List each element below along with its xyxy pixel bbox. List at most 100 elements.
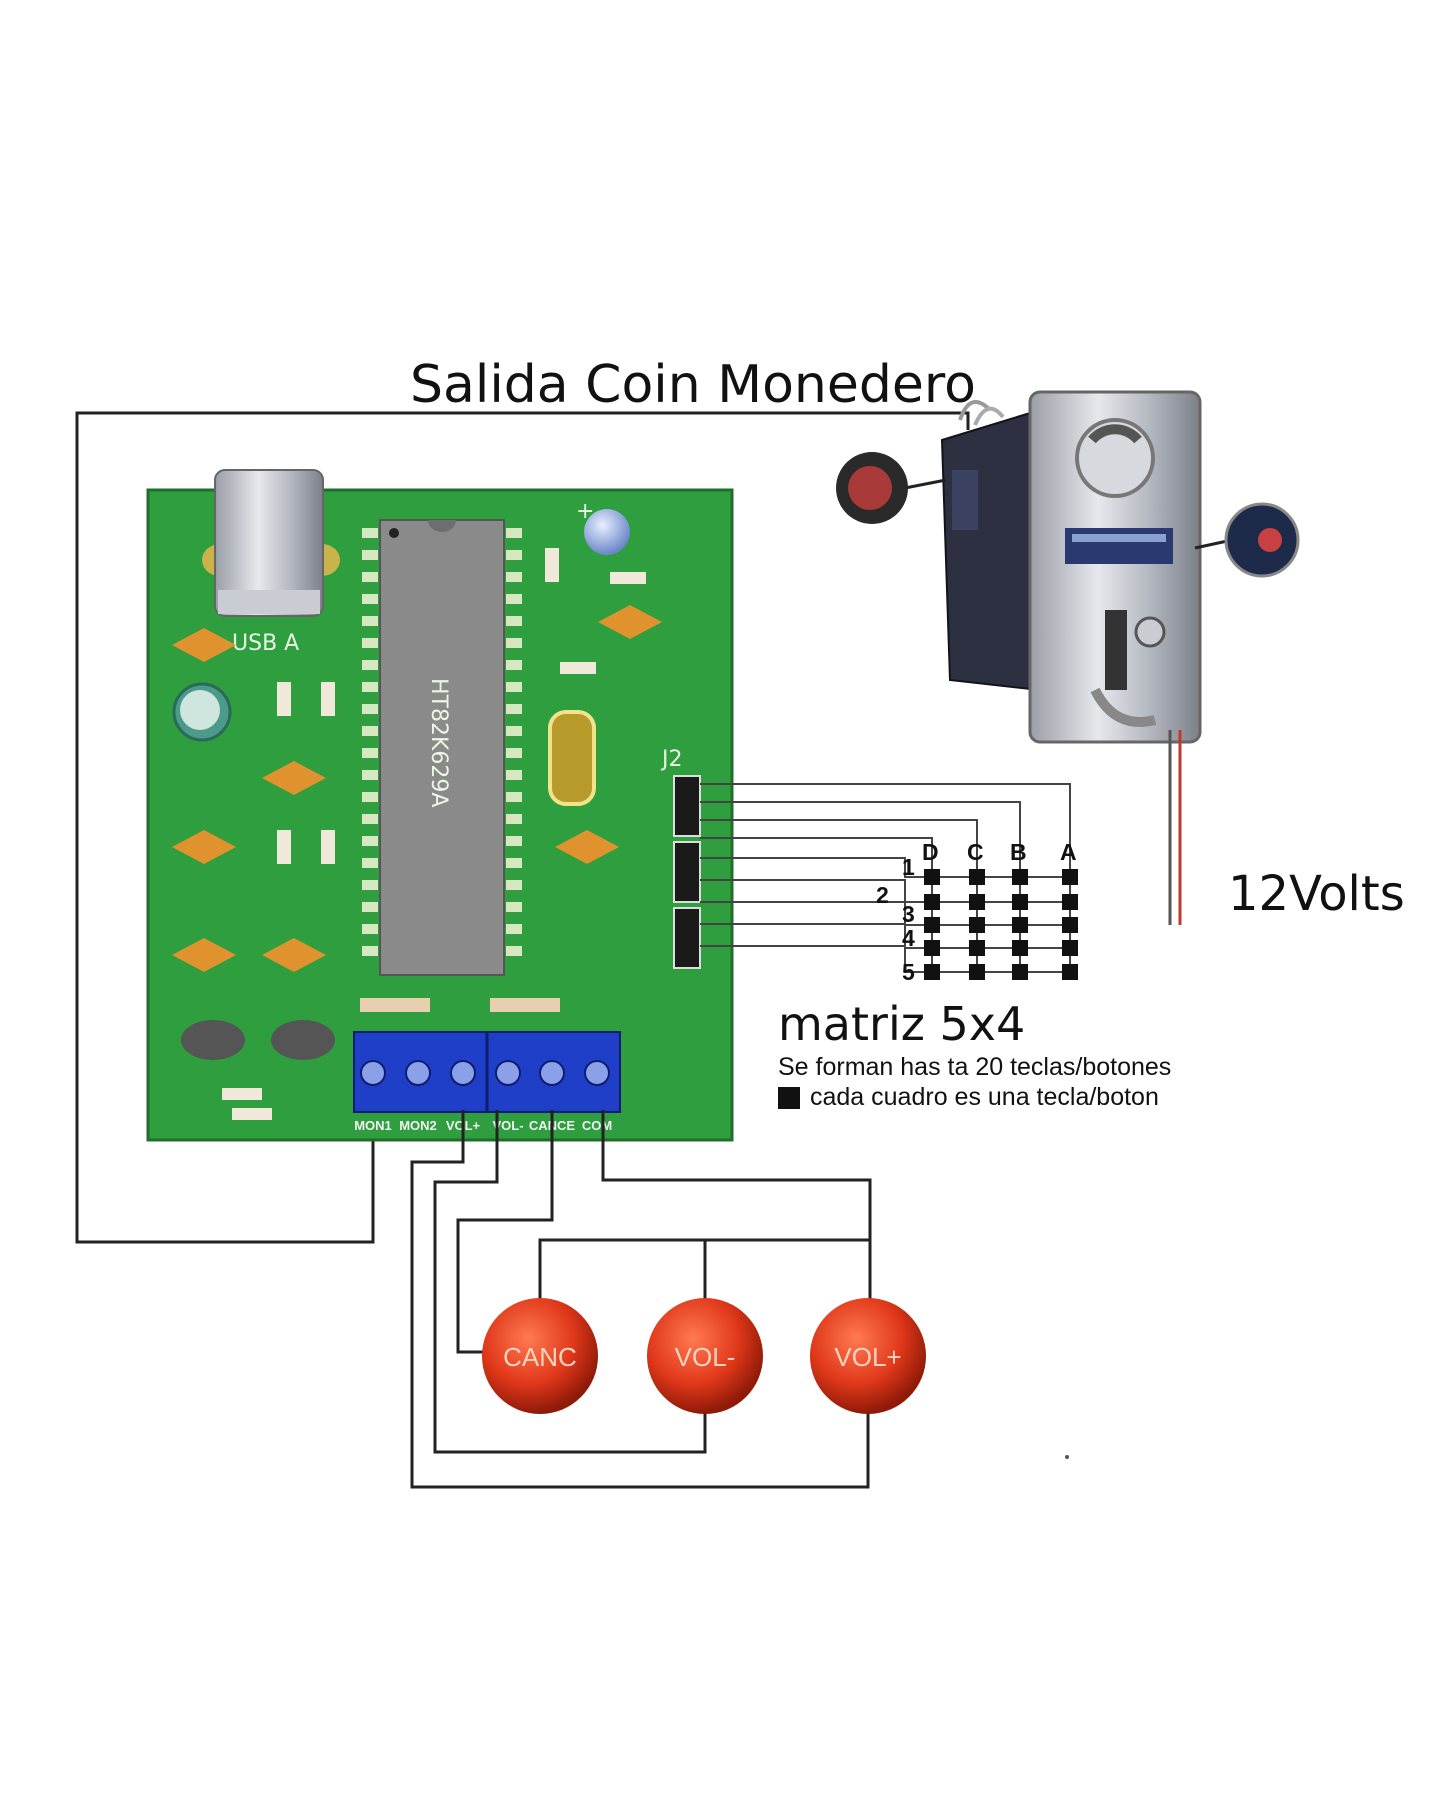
chip-pin-right	[506, 528, 522, 538]
terminal-screw	[450, 1060, 476, 1086]
key-square	[969, 940, 985, 956]
key-square	[1012, 894, 1028, 910]
chip-pin-left	[362, 550, 378, 560]
chip-pin-left	[362, 528, 378, 538]
key-square	[969, 869, 985, 885]
terminal-label: VOL-	[492, 1118, 523, 1133]
chip-pin-right	[506, 836, 522, 846]
chip-pin-left	[362, 638, 378, 648]
j2-header	[673, 775, 701, 969]
key-square	[924, 964, 940, 980]
key-square	[1012, 964, 1028, 980]
chip-pin-left	[362, 660, 378, 670]
chip-pin-right	[506, 638, 522, 648]
terminal-screw	[584, 1060, 610, 1086]
chip-pin-right	[506, 902, 522, 912]
terminal-screw	[405, 1060, 431, 1086]
chip-pin-right	[506, 924, 522, 934]
acceptor-body	[940, 408, 1041, 692]
key-square	[1012, 940, 1028, 956]
chip-pin-right	[506, 858, 522, 868]
plus-mark: +	[576, 499, 594, 524]
usb-connector	[202, 469, 340, 617]
ic-chip	[379, 519, 505, 976]
chip-pin-left	[362, 594, 378, 604]
chip-pin-left	[362, 682, 378, 692]
matrix-row-label: 5	[902, 959, 915, 985]
chip-pin-left	[362, 858, 378, 868]
coin-output-wire	[75, 411, 970, 1244]
chip-pin-left	[362, 836, 378, 846]
matrix-note-1: Se forman has ta 20 teclas/botones	[778, 1053, 1171, 1081]
sensor-left	[181, 1020, 245, 1060]
chip-pin-right	[506, 550, 522, 560]
resistors	[222, 548, 646, 1120]
terminal-label: MON2	[399, 1118, 437, 1133]
terminal-screws	[360, 1060, 610, 1086]
chip-pin-left	[362, 814, 378, 824]
usb-label: USB A	[232, 631, 299, 656]
row-wire	[700, 857, 1078, 878]
key-square	[969, 964, 985, 980]
terminal-screw	[360, 1060, 386, 1086]
key-square	[924, 940, 940, 956]
chip-pin-right	[506, 660, 522, 670]
chip-pin-right	[506, 726, 522, 736]
acceptor-faceplate	[1028, 390, 1202, 744]
button-wires	[410, 1110, 872, 1489]
header-label: J2	[660, 747, 683, 772]
key-matrix	[924, 869, 1078, 980]
key-square	[1012, 917, 1028, 933]
chip-pin-left	[362, 704, 378, 714]
terminal-screw	[539, 1060, 565, 1086]
key-square	[1062, 869, 1078, 885]
chip-pin-left	[362, 572, 378, 582]
row-wire	[700, 901, 1078, 926]
push-button	[810, 1298, 926, 1414]
chip-pin-left	[362, 770, 378, 780]
chip-pin-left	[362, 924, 378, 934]
chip-pin-right	[506, 616, 522, 626]
chip-pin-left	[362, 726, 378, 736]
chip-pin-right	[506, 880, 522, 890]
chip-pin-right	[506, 770, 522, 780]
chip-pin-right	[506, 748, 522, 758]
key-square	[1062, 917, 1078, 933]
push-button	[482, 1298, 598, 1414]
chip-pins	[362, 528, 522, 956]
pcb-board: USB A +	[146, 469, 734, 1142]
terminal-label: COM	[582, 1118, 612, 1133]
matrix-column-label: D	[922, 839, 939, 865]
chip-pin-left	[362, 946, 378, 956]
key-square	[1062, 894, 1078, 910]
key-square	[924, 917, 940, 933]
key-square	[1012, 869, 1028, 885]
chip-pin-right	[506, 814, 522, 824]
chip-pin-right	[506, 704, 522, 714]
stray-dot	[1065, 1455, 1069, 1459]
crystal	[548, 710, 596, 806]
push-button-label: VOL-	[675, 1342, 736, 1372]
chip-pin-left	[362, 748, 378, 758]
chip-pin-right	[506, 792, 522, 802]
key-square	[969, 917, 985, 933]
terminal-label: MON1	[354, 1118, 392, 1133]
push-button-vol: VOL-	[647, 1298, 763, 1414]
components-orange	[172, 605, 662, 972]
matrix-row-label: 2	[876, 882, 889, 908]
push-button-canc: CANC	[482, 1298, 598, 1414]
chip-pin-left	[362, 616, 378, 626]
matrix-column-label: A	[1060, 839, 1077, 865]
key-square-legend	[778, 1087, 800, 1109]
row-wire	[700, 945, 1078, 973]
row-wire	[700, 879, 1078, 903]
chip-pin-left	[362, 792, 378, 802]
capacitor-blue	[584, 509, 630, 555]
power-label: 12Volts	[1228, 866, 1405, 922]
key-square	[924, 894, 940, 910]
terminal-screw	[495, 1060, 521, 1086]
chip-pin-left	[362, 880, 378, 890]
chip-pin-right	[506, 946, 522, 956]
column-wire	[700, 801, 1021, 972]
